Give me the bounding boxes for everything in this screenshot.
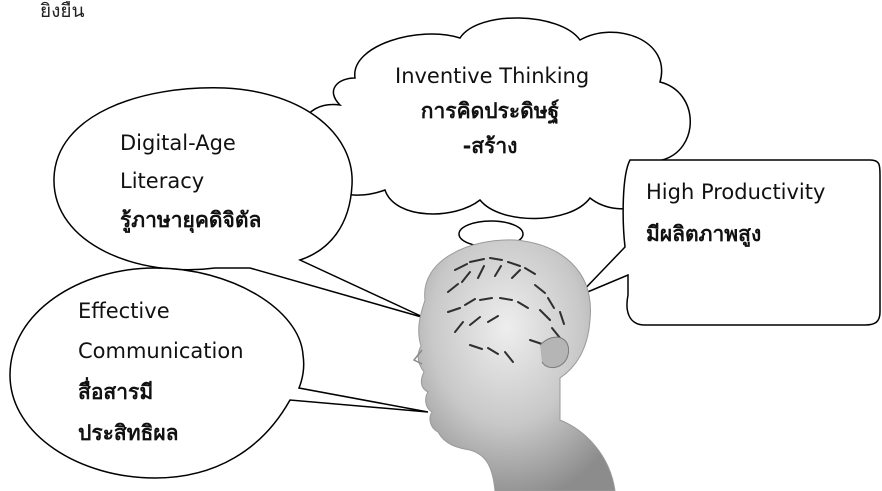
digital-speech-bubble xyxy=(53,87,426,319)
productivity-thai: มีผลิตภาพสูง xyxy=(646,222,762,246)
communication-title: Effective xyxy=(78,299,170,323)
communication-speech-bubble xyxy=(9,267,429,479)
digital-thai: รู้ภาษายุคดิจิตัล xyxy=(120,208,262,232)
digital-title: Digital-Age xyxy=(120,131,236,155)
inventive-title: Inventive Thinking xyxy=(395,64,590,88)
productivity-title: High Productivity xyxy=(646,180,826,204)
page-text-fragment: ยิ่งยืน xyxy=(40,0,85,22)
communication-title-cont: Communication xyxy=(78,339,244,363)
inventive-thai: การคิดประดิษฐ์ xyxy=(420,99,560,123)
communication-thai: สื่อสารมี xyxy=(78,380,154,404)
digital-title-cont: Literacy xyxy=(120,169,205,193)
phrenology-head-image xyxy=(412,239,616,491)
inventive-thai-cont: -สร้าง xyxy=(462,134,518,158)
productivity-speech-bubble xyxy=(577,159,881,326)
communication-thai-cont: ประสิทธิผล xyxy=(78,421,179,445)
